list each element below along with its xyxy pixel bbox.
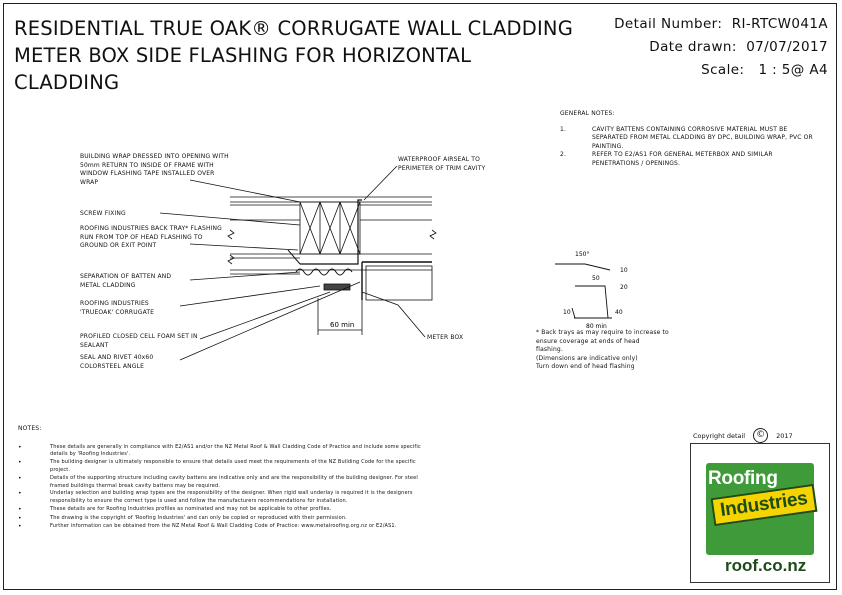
copyright-year: 2017 (776, 431, 793, 440)
callout-foam: PROFILED CLOSED CELL FOAM SET IN SEALANT (80, 333, 198, 349)
back-tray-flashing (300, 199, 362, 265)
general-note-number: 2. (560, 151, 567, 159)
general-note-text: CAVITY BATTENS CONTAINING CORROSIVE MATE… (592, 125, 813, 150)
leader-line (189, 179, 301, 203)
corrugate-cladding (295, 268, 353, 276)
general-note-item: 2. REFER TO E2/AS1 FOR GENERAL METERBOX … (560, 151, 830, 168)
callout-back-tray: ROOFING INDUSTRIES BACK TRAY* FLASHING R… (80, 225, 222, 250)
timber-frame (299, 201, 361, 255)
logo-word-roofing: Roofing (708, 468, 778, 489)
dims-note-line: * Back trays as may require to increase … (536, 329, 669, 336)
copyright-label: Copyright detail (693, 431, 746, 440)
note-text: These details are generally in complianc… (50, 443, 421, 458)
note-text: Underlay selection and building wrap typ… (50, 490, 413, 505)
leader-line (189, 271, 301, 281)
timber-hatch (319, 201, 341, 255)
notes-section: NOTES: •These details are generally in c… (18, 425, 438, 532)
date-drawn-value: 07/07/2017 (746, 39, 828, 55)
drawing-title: RESIDENTIAL TRUE OAK® CORRUGATE WALL CLA… (14, 15, 574, 96)
foam-seal (323, 283, 351, 291)
note-item: •These details are for Roofing Industrie… (18, 506, 438, 515)
dims-note-line: (Dimensions are indicative only) (536, 354, 638, 362)
callout-screw-fixing: SCREW FIXING (80, 210, 126, 217)
general-note-number: 1. (560, 125, 567, 133)
note-item: •The building designer is ultimately res… (18, 459, 438, 475)
callout-meter-box: METER BOX (427, 334, 464, 341)
callout-airseal: WATERPROOF AIRSEAL TO PERIMETER OF TRIM … (398, 156, 486, 172)
leader-line (179, 285, 321, 307)
scale-label: Scale: (701, 62, 745, 78)
title-line-3: CLADDING (14, 71, 120, 94)
leader-line (179, 281, 361, 361)
scale-value: 1 : 5@ A4 (758, 62, 828, 78)
title-line-2: METER BOX SIDE FLASHING FOR HORIZONTAL (14, 44, 472, 67)
detail-info-block: Detail Number: RI-RTCW041A Date drawn: 0… (614, 13, 828, 82)
profile-dim-10-top: 10 (620, 267, 628, 274)
note-text: These details are for Roofing Industries… (50, 505, 332, 512)
note-text: Details of the supporting structure incl… (50, 474, 418, 489)
detail-number-value: RI-RTCW041A (731, 16, 828, 32)
note-item: •Details of the supporting structure inc… (18, 475, 438, 491)
break-mark (227, 254, 235, 265)
title-line-1: RESIDENTIAL TRUE OAK® CORRUGATE WALL CLA… (14, 17, 573, 40)
profile-dim-10-left: 10 (563, 309, 571, 316)
dims-note-line: Turn down end of head flashing (536, 363, 635, 371)
flashing-lip (287, 249, 301, 265)
leader-line (199, 291, 331, 340)
profile-back-tray (571, 285, 609, 319)
callout-building-wrap: BUILDING WRAP DRESSED INTO OPENING WITH … (80, 153, 229, 186)
leader-line (159, 212, 301, 226)
notes-heading: NOTES: (18, 425, 42, 432)
profile-dim-40: 40 (615, 309, 623, 316)
detail-number-label: Detail Number: (614, 16, 723, 32)
profile-head-flashing (555, 263, 611, 271)
dimensions-note: * Back trays as may require to increase … (536, 329, 686, 372)
detail-number-row: Detail Number: RI-RTCW041A (614, 13, 828, 36)
callout-true-oak: ROOFING INDUSTRIES 'TRUEOAK' CORRUGATE (80, 300, 155, 316)
profile-angle-label: 150° (575, 251, 589, 258)
roofing-industries-logo: Roofing Industries roof.co.nz (690, 443, 830, 583)
note-item: •Underlay selection and building wrap ty… (18, 490, 438, 506)
break-mark (429, 229, 437, 240)
general-note-text: REFER TO E2/AS1 FOR GENERAL METERBOX AND… (592, 151, 773, 167)
dims-note-line: flashing. (536, 346, 563, 354)
profile-dim-50: 50 (592, 275, 600, 282)
copyright-line: Copyright detail © 2017 (693, 428, 793, 443)
callout-separation: SEPARATION OF BATTEN AND METAL CLADDING (80, 273, 172, 289)
scale-row: Scale: 1 : 5@ A4 (614, 59, 828, 82)
meter-box (365, 265, 433, 301)
break-mark (227, 229, 235, 240)
date-drawn-row: Date drawn: 07/07/2017 (614, 36, 828, 59)
note-text: Further information can be obtained from… (50, 523, 397, 530)
logo-url: roof.co.nz (725, 556, 807, 575)
timber-hatch (299, 201, 321, 255)
leader-line (189, 243, 299, 251)
profile-dim-20: 20 (620, 284, 628, 291)
date-drawn-label: Date drawn: (649, 39, 737, 55)
note-item: •The drawing is the copyright of 'Roofin… (18, 515, 438, 524)
dimension-60-label: 60 min (330, 321, 354, 329)
general-notes-heading: GENERAL NOTES: (560, 110, 615, 117)
drawing-frame (3, 3, 837, 590)
note-item: •These details are generally in complian… (18, 444, 438, 460)
dims-note-line: ensure coverage at ends of head (536, 337, 640, 345)
general-notes: GENERAL NOTES: 1. CAVITY BATTENS CONTAIN… (560, 110, 830, 169)
note-item: •Further information can be obtained fro… (18, 523, 438, 532)
general-note-item: 1. CAVITY BATTENS CONTAINING CORROSIVE M… (560, 126, 830, 152)
colorsteel-angle (361, 261, 432, 300)
profile-dim-80: 80 min (586, 323, 607, 330)
leader-line (361, 291, 426, 338)
leader-line (363, 165, 398, 201)
callout-seal-rivet: SEAL AND RIVET 40x60 COLORSTEEL ANGLE (80, 354, 154, 370)
note-text: The drawing is the copyright of 'Roofing… (50, 514, 347, 521)
copyright-symbol: © (753, 428, 769, 443)
timber-hatch (339, 201, 361, 255)
note-text: The building designer is ultimately resp… (50, 459, 416, 473)
